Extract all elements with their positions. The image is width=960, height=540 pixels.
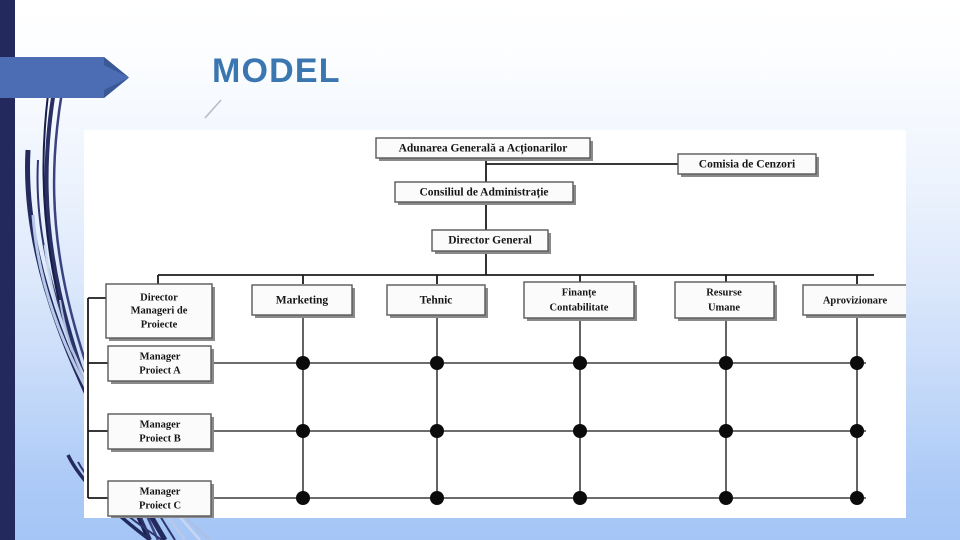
matrix-dot bbox=[850, 491, 864, 505]
project-manager-spine bbox=[87, 297, 108, 499]
node-consiliul-de-administratie[interactable]: Consiliul de Administrație bbox=[394, 181, 576, 205]
node-label-line-2: Proiect C bbox=[139, 500, 181, 511]
node-label-line-1: Manager bbox=[140, 486, 181, 497]
matrix-dot bbox=[430, 356, 444, 370]
decorative-tick-mark bbox=[204, 99, 222, 119]
node-label-line-2: Proiect B bbox=[139, 433, 181, 444]
node-tehnic[interactable]: Tehnic bbox=[386, 284, 488, 318]
node-label: Adunarea Generală a Acționarilor bbox=[399, 143, 568, 156]
node-label-line-2: Contabilitate bbox=[550, 302, 609, 313]
node-label-line-1: Manager bbox=[140, 351, 181, 362]
title-arrow-banner bbox=[0, 57, 129, 98]
org-chart-image-panel: Adunarea Generală a Acționarilor Comisia… bbox=[84, 130, 906, 518]
matrix-dot bbox=[430, 491, 444, 505]
node-label-line-2: Umane bbox=[708, 302, 740, 313]
node-label-line-1: Finanțe bbox=[562, 287, 597, 298]
matrix-dot bbox=[573, 491, 587, 505]
node-resurse-umane[interactable]: Resurse Umane bbox=[674, 281, 777, 321]
node-manager-proiect-b[interactable]: Manager Proiect B bbox=[107, 413, 214, 452]
matrix-dot bbox=[573, 424, 587, 438]
node-director-manageri-de-proiecte[interactable]: Director Manageri de Proiecte bbox=[105, 283, 215, 341]
node-director-general[interactable]: Director General bbox=[431, 229, 551, 254]
node-label-line-3: Proiecte bbox=[141, 319, 178, 330]
node-label-line-2: Manageri de bbox=[131, 305, 188, 316]
matrix-intersection-dots bbox=[296, 356, 864, 505]
node-label-line-1: Resurse bbox=[706, 287, 742, 298]
node-label: Tehnic bbox=[420, 295, 453, 307]
matrix-dot bbox=[719, 356, 733, 370]
node-adunarea-generala[interactable]: Adunarea Generală a Acționarilor bbox=[375, 137, 593, 161]
node-label: Marketing bbox=[276, 295, 329, 307]
matrix-dot bbox=[719, 491, 733, 505]
left-edge-bar bbox=[0, 0, 15, 540]
matrix-dot bbox=[719, 424, 733, 438]
node-label: Aprovizionare bbox=[823, 295, 888, 306]
matrix-dot bbox=[850, 356, 864, 370]
node-label-line-2: Proiect A bbox=[139, 365, 181, 376]
matrix-dot bbox=[430, 424, 444, 438]
page-title: MODEL bbox=[212, 52, 341, 90]
node-aprovizionare[interactable]: Aprovizionare bbox=[802, 284, 906, 318]
matrix-dot bbox=[296, 424, 310, 438]
matrix-dot bbox=[296, 356, 310, 370]
node-marketing[interactable]: Marketing bbox=[251, 284, 355, 318]
node-comisia-de-cenzori[interactable]: Comisia de Cenzori bbox=[677, 153, 819, 177]
node-label-line-1: Manager bbox=[140, 419, 181, 430]
node-manager-proiect-c[interactable]: Manager Proiect C bbox=[107, 480, 214, 518]
org-chart-diagram: Adunarea Generală a Acționarilor Comisia… bbox=[87, 137, 906, 518]
node-manager-proiect-a[interactable]: Manager Proiect A bbox=[107, 345, 214, 384]
node-label-line-1: Director bbox=[140, 292, 178, 303]
node-label: Comisia de Cenzori bbox=[699, 159, 796, 171]
node-finante-contabilitate[interactable]: Finanțe Contabilitate bbox=[523, 281, 637, 321]
matrix-dot bbox=[850, 424, 864, 438]
matrix-grid-lines bbox=[108, 316, 866, 502]
node-label: Director General bbox=[448, 235, 532, 247]
node-label: Consiliul de Administrație bbox=[419, 187, 548, 200]
matrix-dot bbox=[573, 356, 587, 370]
matrix-dot bbox=[296, 491, 310, 505]
